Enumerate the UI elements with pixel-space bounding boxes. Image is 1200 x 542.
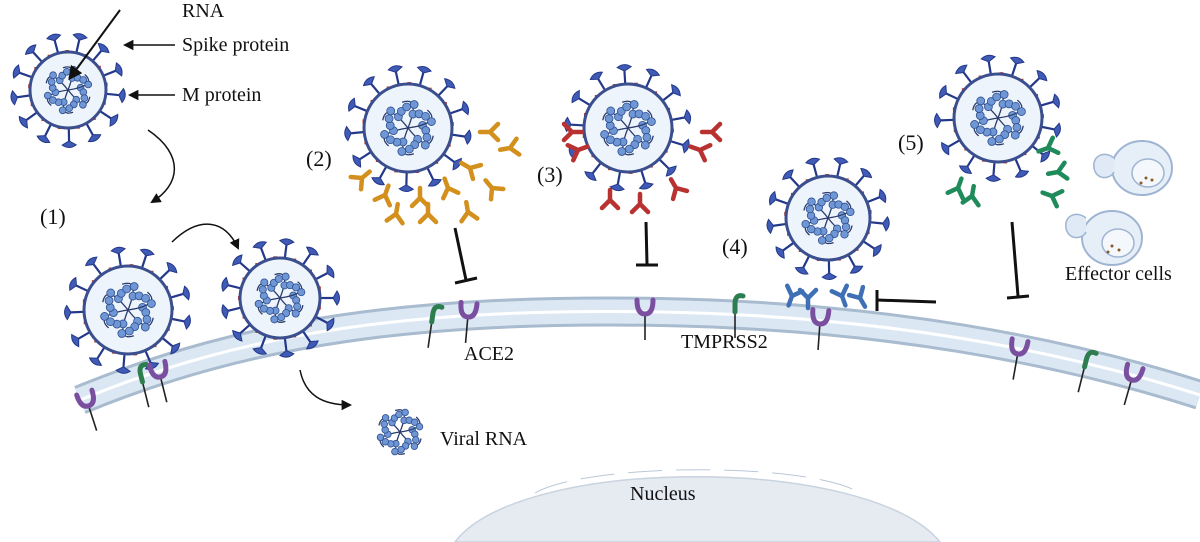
antibody-icon [797, 287, 819, 311]
ace2-receptor-icon [1123, 361, 1146, 406]
antibody-icon [459, 199, 480, 224]
tmprss2-receptor-icon [732, 293, 746, 338]
virion-icon [564, 64, 692, 192]
rna-strand [380, 100, 436, 156]
antibody-icon [372, 183, 393, 208]
antibody-icon [565, 142, 590, 163]
tmprss2-receptor-icon [427, 304, 445, 348]
antibody-icon [561, 121, 585, 143]
label-m-protein: M protein [182, 84, 261, 106]
ace2-receptor-icon [1009, 336, 1031, 380]
ace2-receptor-icon [810, 306, 832, 350]
virion-icon [344, 65, 472, 192]
antibody-icon [497, 136, 522, 157]
label-rna: RNA [182, 0, 225, 22]
label-tmprss2: TMPRSS2 [681, 331, 768, 353]
antibody-icon [668, 177, 690, 202]
antibody-icon [599, 187, 621, 211]
antibody-icon [483, 178, 506, 202]
virions-layer [10, 33, 1061, 456]
inhibition-arrow-icon [453, 227, 478, 285]
antibody-icon [629, 191, 651, 215]
rna-strand [801, 191, 855, 245]
antibody-icon [1045, 160, 1070, 181]
receptors-layer [74, 293, 1146, 431]
antibody-icon [440, 176, 461, 201]
ace2-receptor-icon [74, 387, 98, 431]
label-ace2: ACE2 [464, 343, 514, 365]
ace2-receptor-icon [458, 299, 480, 343]
step-label-2: (2) [306, 146, 332, 171]
step-label-1: (1) [40, 204, 66, 229]
inhibition-arrow-icon [875, 290, 937, 311]
antibody-icon [348, 169, 372, 192]
tmprss2-receptor-icon [1077, 349, 1099, 393]
antibodies-layer [348, 121, 1070, 311]
virion-icon [10, 33, 126, 148]
viral-rna-icon [376, 408, 424, 456]
antibody-icon [960, 183, 981, 208]
step-label-4: (4) [722, 234, 748, 259]
ace2-receptor-icon [634, 297, 656, 340]
antibody-icon [417, 201, 439, 225]
effector-cell-icon [1065, 210, 1143, 266]
nucleus [454, 466, 941, 542]
arrows [68, 9, 353, 411]
virion-icon [934, 54, 1061, 182]
antibody-icon [945, 176, 966, 201]
antibody-icon [699, 121, 723, 143]
step-label-5: (5) [898, 130, 924, 155]
tmprss2-receptor-icon [137, 361, 150, 408]
antibody-icon [1040, 188, 1065, 209]
inhibition-arrow-icon [636, 221, 658, 267]
antibody-icon [829, 283, 850, 308]
label-spike-protein: Spike protein [182, 34, 289, 56]
antibody-icon [846, 284, 868, 309]
virion-icon [766, 157, 890, 280]
antibody-icon [384, 201, 405, 226]
rna-strand [100, 282, 156, 338]
virion-icon [64, 246, 191, 374]
cell-membrane [74, 296, 1200, 414]
rna-strand [970, 90, 1026, 146]
inhibition-arrow-icon [1006, 221, 1030, 300]
rna-strand [600, 100, 656, 156]
label-viral-rna: Viral RNA [440, 428, 528, 450]
antibody-icon [688, 142, 713, 163]
ace2-receptor-icon [146, 358, 169, 403]
label-nucleus: Nucleus [630, 483, 696, 505]
effector-cell-icon [1093, 140, 1173, 196]
virion-icon [221, 238, 340, 358]
antibody-icon [409, 185, 431, 209]
rna-strand [254, 272, 306, 324]
antibody-icon [477, 121, 501, 143]
antibody-icon [459, 160, 484, 182]
label-effector-cells: Effector cells [1065, 263, 1172, 285]
rna-strand [376, 408, 424, 456]
antibody-icon [1036, 135, 1061, 156]
step-label-3: (3) [537, 162, 563, 187]
